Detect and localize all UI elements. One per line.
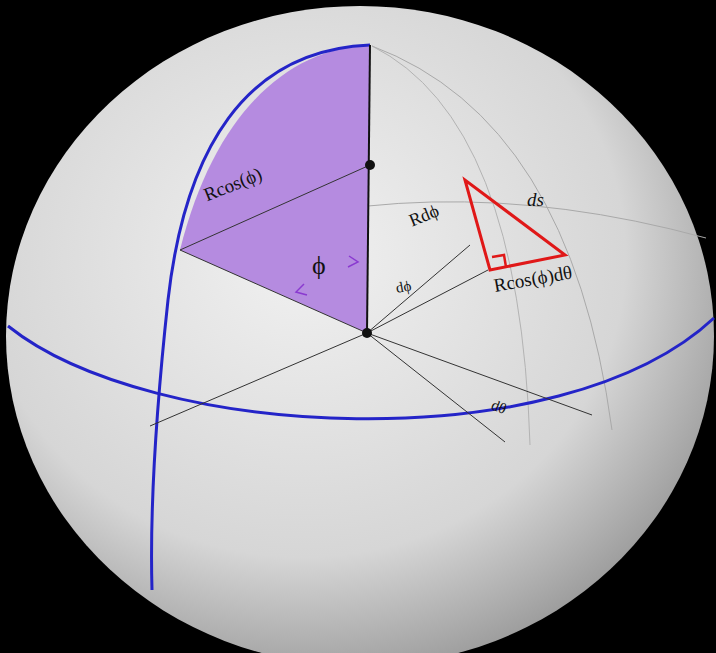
- angle-label: ϕ: [312, 252, 326, 281]
- angle-arrow: [348, 256, 358, 267]
- sphere: [6, 6, 714, 653]
- length-label: ds: [527, 190, 544, 211]
- element-triangle: [465, 180, 565, 270]
- radius-line: [180, 250, 367, 333]
- right-angle-mark: [492, 255, 506, 267]
- meridian-line: [372, 46, 530, 445]
- angle-label: dθ: [489, 397, 509, 418]
- radius-line: [367, 270, 488, 333]
- radius-line: [367, 333, 505, 442]
- length-label: Rdϕ: [406, 201, 442, 231]
- angle-region: [180, 45, 370, 333]
- radius-line: [367, 245, 470, 333]
- radius-line: [150, 333, 367, 426]
- center-dot: [362, 328, 372, 338]
- length-label: Rcos(ϕ)dθ: [492, 262, 574, 296]
- radius-line: [180, 165, 370, 250]
- meridian-line: [372, 46, 612, 430]
- length-label: Rcos(ϕ): [201, 164, 265, 206]
- polar-axis: [367, 45, 370, 333]
- angle-arrow: [296, 284, 307, 295]
- angle-label: dϕ: [395, 277, 413, 296]
- center-dot: [365, 160, 375, 170]
- radius-line: [367, 333, 592, 415]
- equator-circle: [8, 318, 714, 419]
- meridian-circle: [152, 45, 370, 590]
